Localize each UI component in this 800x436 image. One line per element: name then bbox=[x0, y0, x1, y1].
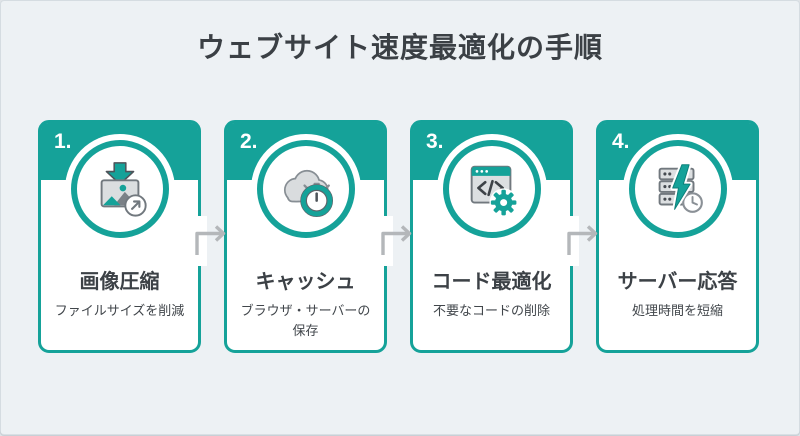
step-card-cache: 2. bbox=[224, 120, 387, 353]
flow-arrow-icon bbox=[194, 216, 226, 266]
step-subtitle: ブラウザ・サーバーの 保存 bbox=[240, 303, 371, 338]
page-title: ウェブサイト速度最適化の手順 bbox=[196, 32, 603, 63]
step-title: コード最適化 bbox=[431, 271, 552, 293]
step-number: 3. bbox=[426, 130, 444, 153]
step-number: 1. bbox=[54, 130, 72, 153]
step-card-server-response: 4. サーバー応答 bbox=[596, 120, 759, 353]
step-card-code-optimization: 3. bbox=[410, 120, 573, 353]
icon-badge bbox=[442, 140, 541, 238]
steps-row: 1. 画像圧縮 ファイルサイズを削減 2. bbox=[38, 120, 759, 353]
flow-arrow-icon bbox=[380, 216, 412, 266]
step-title: キャッシュ bbox=[255, 271, 356, 293]
step-title: 画像圧縮 bbox=[79, 271, 160, 293]
step-title: サーバー応答 bbox=[617, 271, 738, 293]
card-text: キャッシュ ブラウザ・サーバーの 保存 bbox=[231, 265, 380, 340]
icon-badge bbox=[628, 140, 727, 238]
step-subtitle: 処理時間を短縮 bbox=[631, 303, 723, 318]
image-compression-icon bbox=[100, 162, 147, 217]
code-optimization-gear-icon bbox=[470, 165, 518, 217]
step-card-image-compression: 1. 画像圧縮 ファイルサイズを削減 bbox=[38, 120, 201, 353]
flow-arrow-icon bbox=[566, 216, 598, 266]
card-text: コード最適化 不要なコードの削除 bbox=[417, 265, 566, 321]
card-text: サーバー応答 処理時間を短縮 bbox=[603, 265, 752, 321]
step-number: 4. bbox=[612, 130, 630, 153]
step-subtitle: 不要なコードの削除 bbox=[432, 303, 550, 318]
step-subtitle: ファイルサイズを削減 bbox=[54, 303, 185, 318]
icon-badge bbox=[70, 140, 169, 238]
step-number: 2. bbox=[240, 130, 258, 153]
icon-badge bbox=[256, 140, 355, 238]
card-text: 画像圧縮 ファイルサイズを削減 bbox=[45, 265, 194, 321]
server-response-bolt-icon bbox=[658, 162, 703, 213]
cloud-cache-timer-icon bbox=[283, 169, 333, 217]
